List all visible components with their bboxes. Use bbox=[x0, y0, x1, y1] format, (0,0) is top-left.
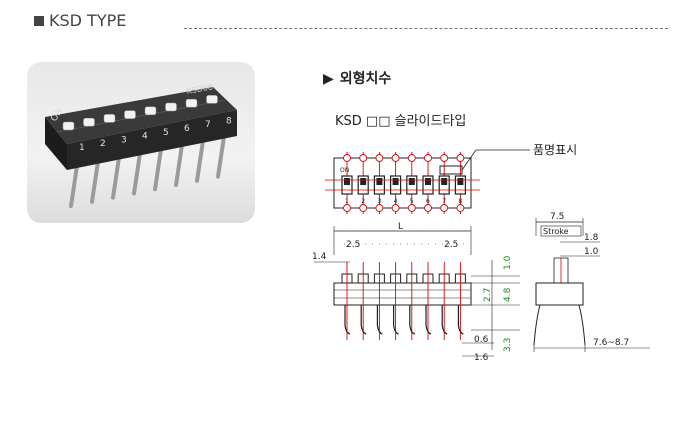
front-pin bbox=[360, 305, 367, 335]
photo-pin bbox=[216, 134, 226, 179]
top-switch-knob bbox=[457, 178, 464, 185]
switch-body-side bbox=[45, 117, 67, 170]
side-view: 7.5 Stroke 1.8 1.0 7.6~8.7 bbox=[533, 212, 650, 352]
photo-knob bbox=[124, 110, 136, 119]
photo-pin bbox=[111, 155, 121, 200]
top-view: ON 1 2 3 4 5 6 7 8 품명표시 bbox=[325, 143, 577, 214]
bullet-square-icon bbox=[34, 16, 44, 26]
dim-offset-left: 1.4 bbox=[312, 252, 327, 262]
photo-knob bbox=[206, 95, 218, 104]
switch-body-front bbox=[67, 110, 237, 170]
dimension-drawing: ON 1 2 3 4 5 6 7 8 품명표시 L 2.5 2.5 1.4 1.0 2.7 bbox=[312, 143, 650, 363]
photo-knob bbox=[144, 106, 157, 116]
top-on-label: ON bbox=[340, 167, 349, 174]
top-number: 3 bbox=[377, 198, 381, 205]
photo-pin bbox=[69, 164, 79, 208]
dim-stroke-val: 1.8 bbox=[584, 233, 599, 243]
top-switch-knob bbox=[441, 178, 448, 185]
top-pin-pad bbox=[375, 204, 384, 212]
header-divider bbox=[184, 28, 668, 29]
dim-pitch-left: 2.5 bbox=[346, 240, 360, 250]
top-pin-pad bbox=[407, 204, 416, 212]
part-label: 품명표시 bbox=[533, 143, 577, 157]
photo-pin bbox=[174, 143, 184, 187]
dim-side-width: 7.5 bbox=[550, 212, 564, 222]
top-number: 1 bbox=[345, 198, 349, 205]
top-pin-pad bbox=[343, 154, 351, 162]
top-pin-pad bbox=[359, 154, 368, 162]
top-number: 8 bbox=[458, 198, 462, 205]
top-pin-pad bbox=[440, 204, 449, 212]
dim-height-body: 2.7 bbox=[483, 288, 493, 302]
photo-number: 5 bbox=[163, 128, 169, 138]
dim-height-pin: 3.3 bbox=[503, 338, 513, 352]
top-number: 6 bbox=[426, 198, 430, 205]
dim-pitch-right: 2.5 bbox=[444, 240, 458, 250]
photo-knob bbox=[62, 121, 75, 131]
top-switch-knob bbox=[344, 178, 350, 185]
front-pin bbox=[344, 305, 351, 335]
top-number: 2 bbox=[361, 198, 365, 205]
top-switch-knob bbox=[376, 178, 383, 185]
dim-row-spacing: 7.6~8.7 bbox=[593, 338, 629, 348]
top-number: 5 bbox=[410, 198, 414, 205]
top-switch-knob bbox=[408, 178, 415, 185]
header-title: KSD TYPE bbox=[49, 11, 127, 30]
top-pin-pad bbox=[424, 154, 432, 162]
top-pin-pad bbox=[375, 154, 384, 162]
front-pin bbox=[457, 305, 464, 335]
top-pin-pad bbox=[407, 154, 416, 162]
photo-pin bbox=[153, 147, 163, 192]
dim-pin-w1: 0.6 bbox=[474, 335, 489, 345]
section-title-text: 외형치수 bbox=[339, 71, 392, 87]
photo-number: 2 bbox=[100, 139, 106, 149]
dim-height-top: 1.0 bbox=[503, 255, 513, 270]
top-pin-pad bbox=[424, 204, 432, 212]
top-pin-pad bbox=[359, 204, 368, 212]
top-pin-pad bbox=[343, 204, 351, 212]
front-view: L 2.5 2.5 1.4 1.0 2.7 4.8 3.3 0.6 1.6 bbox=[312, 222, 520, 363]
front-pin bbox=[393, 305, 399, 335]
photo-pin bbox=[195, 138, 205, 183]
dim-stroke: Stroke bbox=[543, 227, 569, 236]
photo-knob bbox=[83, 117, 95, 127]
photo-number: 1 bbox=[79, 143, 85, 153]
photo-knob bbox=[185, 98, 198, 108]
section-header: KSD TYPE bbox=[34, 11, 674, 35]
section-title: ▶ 외형치수 bbox=[323, 68, 391, 88]
photo-pin bbox=[132, 151, 142, 196]
top-pin-pad bbox=[456, 154, 465, 162]
triangle-right-icon: ▶ bbox=[323, 71, 334, 87]
top-pin-pad bbox=[391, 204, 400, 212]
top-number: 4 bbox=[394, 198, 398, 205]
top-pin-pad bbox=[391, 154, 400, 162]
top-number: 7 bbox=[442, 198, 446, 205]
top-pin-pad bbox=[456, 204, 465, 212]
front-pin bbox=[425, 305, 432, 335]
front-pin bbox=[441, 305, 448, 335]
photo-number: 8 bbox=[226, 116, 232, 126]
photo-knob bbox=[165, 102, 177, 112]
photo-number: 3 bbox=[121, 135, 127, 145]
photo-number: 4 bbox=[142, 132, 148, 142]
photo-pin bbox=[90, 159, 100, 204]
dim-length: L bbox=[398, 222, 403, 232]
top-switch-knob bbox=[392, 178, 399, 185]
dim-height-total: 4.8 bbox=[503, 287, 513, 302]
photo-number: 7 bbox=[205, 120, 211, 130]
photo-number: 6 bbox=[184, 124, 190, 134]
photo-knob bbox=[103, 114, 116, 123]
dim-pin-w2: 1.6 bbox=[474, 353, 489, 363]
top-switch-knob bbox=[360, 178, 367, 185]
section-subtitle: KSD □□ 슬라이드타입 bbox=[335, 114, 467, 129]
front-pin bbox=[409, 305, 416, 335]
front-pin bbox=[376, 305, 383, 335]
dim-knob-top: 1.0 bbox=[584, 247, 599, 257]
top-pin-pad bbox=[440, 154, 449, 162]
top-switch-knob bbox=[425, 178, 431, 185]
